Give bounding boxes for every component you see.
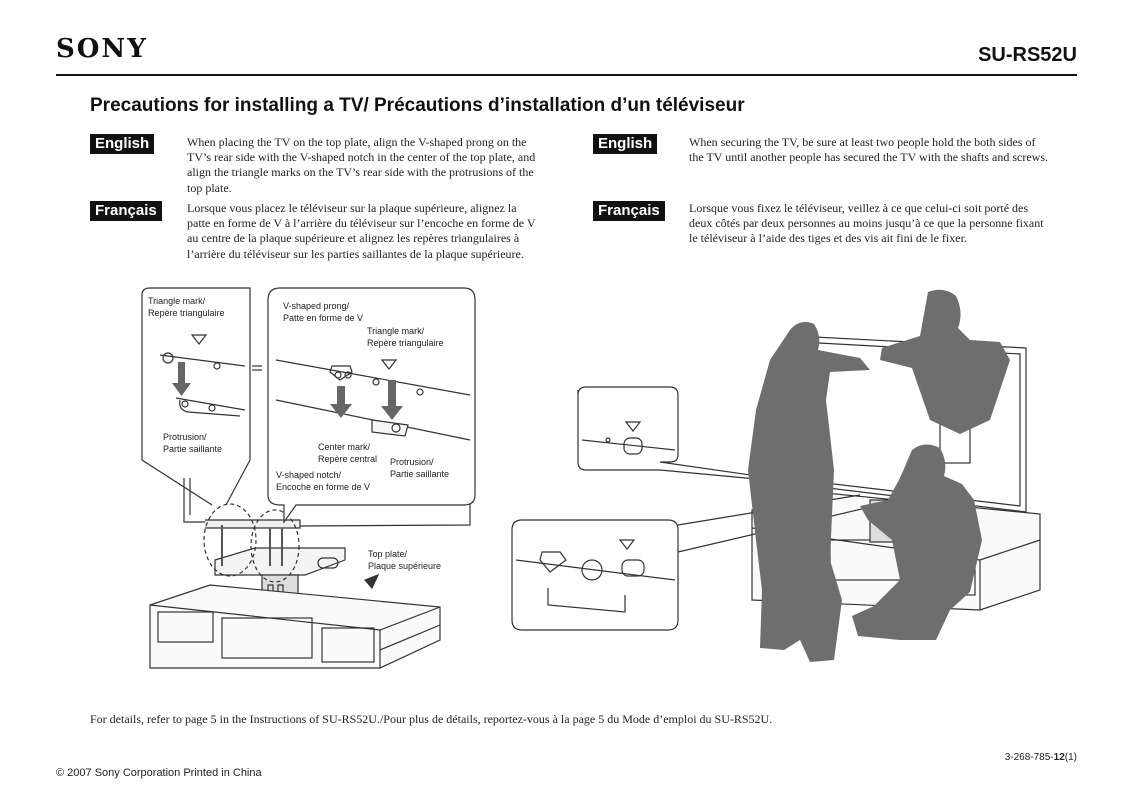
center-mark-label-fr: Repère central	[318, 454, 378, 464]
english-text-right: When securing the TV, be sure at least t…	[689, 135, 1049, 165]
copyright-notice: © 2007 Sony Corporation Printed in China	[56, 767, 262, 779]
v-prong-label: V-shaped prong/	[283, 301, 350, 311]
people-silhouettes	[748, 289, 1010, 662]
center-mark-label: Center mark/	[318, 442, 371, 452]
french-text-right: Lorsque vous fixez le téléviseur, veille…	[689, 201, 1044, 246]
triangle-mark-label-left: Triangle mark/	[148, 296, 206, 306]
protrusion-label-left-fr: Partie saillante	[163, 444, 223, 454]
left-tv-stand-drawing	[141, 287, 476, 669]
top-plate-label: Top plate/	[368, 549, 408, 559]
page-title: Precautions for installing a TV/ Précaut…	[90, 95, 745, 116]
v-notch-label-fr: Encoche en forme de V	[276, 482, 371, 492]
english-tag-left: English	[90, 134, 155, 154]
v-prong-label-fr: Patte en forme de V	[283, 313, 364, 323]
triangle-mark-label-mid: Triangle mark/	[367, 326, 425, 336]
triangle-mark-label-left-fr: Repère triangulaire	[148, 308, 225, 318]
protrusion-label-mid: Protrusion/	[390, 457, 434, 467]
french-tag-left: Français	[90, 201, 162, 221]
top-plate-label-fr: Plaque supérieure	[368, 561, 442, 571]
english-text-left: When placing the TV on the top plate, al…	[187, 135, 536, 195]
sony-logo: SONY	[56, 34, 148, 64]
english-tag-right: English	[593, 134, 658, 154]
triangle-mark-label-mid-fr: Repère triangulaire	[367, 338, 444, 348]
protrusion-label-mid-fr: Partie saillante	[390, 469, 450, 479]
details-note: For details, refer to page 5 in the Inst…	[90, 712, 773, 726]
alignment-arrows	[172, 362, 403, 420]
part-number: 3-268-785-12(1)	[1004, 752, 1077, 763]
v-notch-label: V-shaped notch/	[276, 470, 342, 480]
french-text-left: Lorsque vous placez le téléviseur sur la…	[187, 201, 536, 261]
model-number: SU-RS52U	[978, 44, 1077, 66]
french-tag-right: Français	[593, 201, 665, 221]
header-rule	[56, 74, 1077, 76]
protrusion-label-left: Protrusion/	[163, 432, 207, 442]
